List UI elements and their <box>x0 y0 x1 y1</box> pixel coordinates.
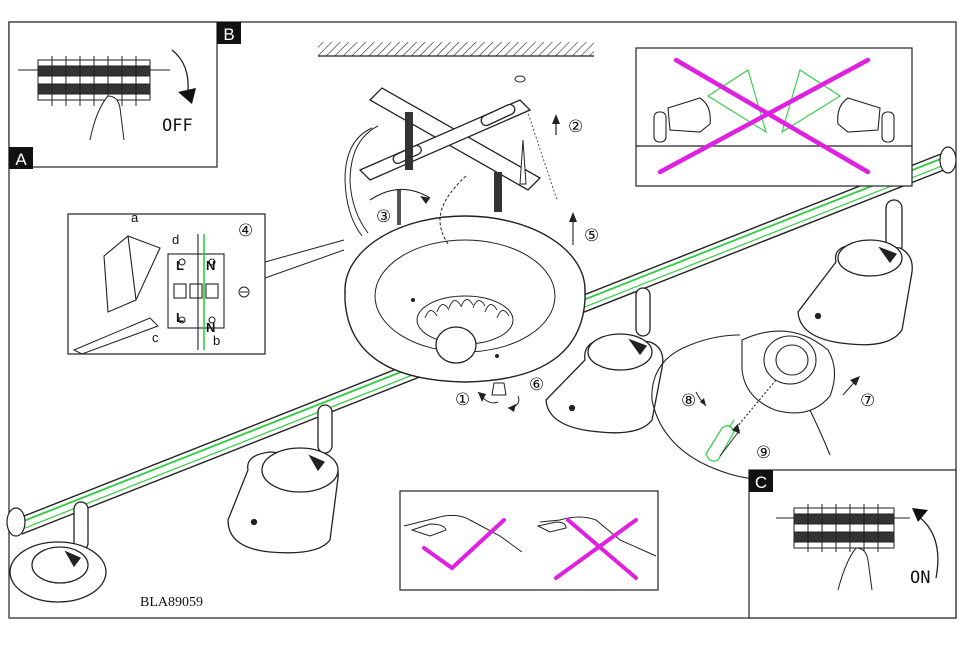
terminal-L-bottom: L <box>176 310 184 325</box>
badge-a-label: A <box>15 150 27 169</box>
ceiling-hatch <box>318 42 594 56</box>
outer-frame <box>8 21 957 619</box>
step-7: ⑦ <box>860 391 875 410</box>
panel-bulb-handling <box>399 490 659 591</box>
arrow-icon <box>171 49 189 93</box>
screwdriver-icon <box>72 317 159 355</box>
cross-icon <box>657 57 871 175</box>
hand-icon <box>89 95 125 141</box>
panel-b-switch-off: B OFF <box>8 21 241 168</box>
wire-label-b: b <box>213 333 220 348</box>
spotlight-1 <box>9 501 107 603</box>
step-2: ② <box>568 117 583 136</box>
badge-b-label: B <box>223 25 234 44</box>
panel-no-incorrect-mount <box>635 47 913 187</box>
terminal-block <box>167 234 225 350</box>
forbid-cross-icon <box>554 518 638 580</box>
spotlight-3 <box>545 287 664 434</box>
wire-label-a: a <box>131 210 139 225</box>
step-8: ⑧ <box>681 391 696 410</box>
earth-icon <box>238 286 250 298</box>
step-3: ③ <box>376 207 391 226</box>
badge-c-label: C <box>755 473 767 492</box>
supply-wires <box>344 125 467 245</box>
bulb-icon <box>705 419 739 462</box>
step-6: ⑥ <box>529 375 544 394</box>
bulb-change-detail <box>651 330 836 481</box>
panel-wiring-detail: a d c b L N L N <box>67 210 345 355</box>
badge-c <box>749 470 773 492</box>
hand-icon <box>837 547 873 591</box>
canopy-base <box>344 215 586 383</box>
arrow-icon <box>917 515 939 579</box>
cap-nut <box>477 382 520 412</box>
model-code: BLA89059 <box>140 595 203 610</box>
connector-cover <box>103 235 161 313</box>
spotlight-2 <box>227 404 339 554</box>
step-4: ④ <box>238 221 253 240</box>
step-5: ⑤ <box>584 226 599 245</box>
terminal-N-bottom: N <box>206 320 215 335</box>
panel-c-switch-on: C ON <box>748 469 957 619</box>
check-icon <box>422 518 506 571</box>
breaker-icon <box>776 504 910 552</box>
badge-b <box>217 22 241 44</box>
spotlight-4 <box>797 199 913 346</box>
on-label: ON <box>910 568 930 588</box>
badge-a <box>9 147 33 169</box>
wire-label-c: c <box>152 330 159 345</box>
screws <box>397 112 527 225</box>
off-label: OFF <box>162 116 193 136</box>
light-bar-rail <box>6 146 957 537</box>
terminal-L-top: L <box>176 258 184 273</box>
rotate-arrow <box>369 188 431 201</box>
breaker-icon <box>18 56 170 106</box>
wire-label-d: d <box>172 232 179 247</box>
step-9: ⑨ <box>756 443 771 462</box>
mounting-bracket <box>358 87 542 191</box>
terminal-N-top: N <box>206 258 215 273</box>
step-1: ① <box>455 390 470 409</box>
